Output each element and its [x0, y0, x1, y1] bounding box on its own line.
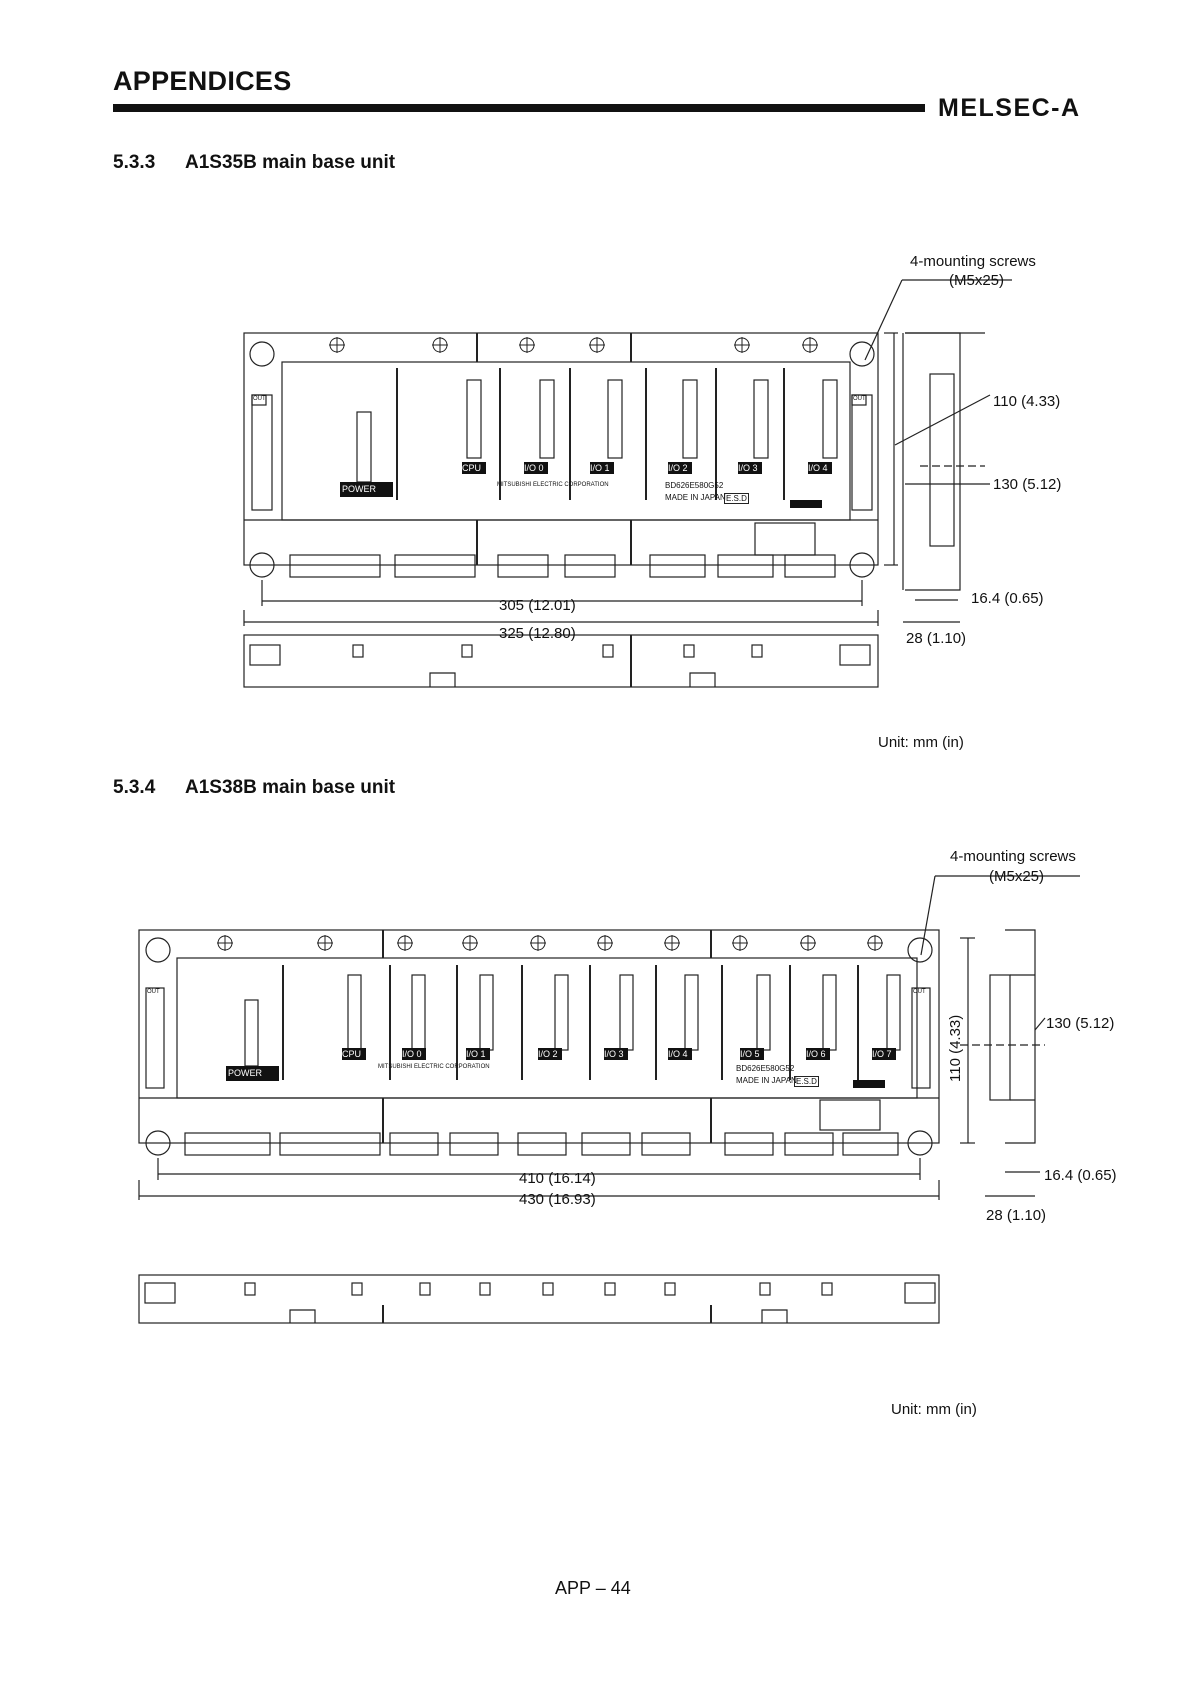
out-right-label: OUT	[853, 396, 866, 402]
a1s38b-bottom-view	[138, 1274, 940, 1324]
section-number: 5.3.3	[113, 152, 156, 173]
a1s35b-body-outline	[243, 332, 879, 566]
out-left-label-2: OUT	[147, 989, 160, 995]
a1s38b-body-outline	[138, 929, 940, 1144]
io0-label-2: I/O 0	[402, 1049, 422, 1059]
io1-label: I/O 1	[590, 463, 610, 473]
io7-label-2: I/O 7	[872, 1049, 892, 1059]
cpu-label: CPU	[462, 463, 482, 473]
power-label: POWER	[342, 484, 377, 494]
out-left-label: OUT	[253, 396, 266, 402]
out-right-label-2: OUT	[913, 989, 926, 995]
dim-height-outer-label-2: 130 (5.12)	[1046, 1015, 1115, 1032]
dim-height-inner-label: 110 (4.33)	[993, 393, 1061, 410]
maker-label: MITSUBISHI ELECTRIC CORPORATION	[497, 482, 609, 488]
dim-depth-small-label-2: 16.4 (0.65)	[1044, 1167, 1117, 1184]
section-heading-a1s35b: 5.3.3 A1S35B main base unit	[113, 152, 395, 174]
a1s35b-bottom-view	[243, 634, 879, 688]
esd-label-2: E.S.D	[794, 1076, 819, 1087]
part-number: BD626E580G52	[665, 481, 724, 490]
dim-inner-width-label-2: 410 (16.14)	[519, 1170, 596, 1187]
io6-label-2: I/O 6	[806, 1049, 826, 1059]
io5-label-2: I/O 5	[740, 1049, 760, 1059]
esd-label: E.S.D	[724, 493, 749, 504]
header-rule	[113, 104, 925, 112]
section-number: 5.3.4	[113, 777, 156, 798]
io2-label-2: I/O 2	[538, 1049, 558, 1059]
header-brand: MELSEC-A	[938, 94, 1081, 122]
callout-mounting-screws: 4-mounting screws	[910, 253, 1036, 270]
dim-inner-width-label: 305 (12.01)	[499, 597, 576, 614]
dim-outer-width-label: 325 (12.80)	[499, 625, 576, 642]
page-header-title: APPENDICES	[113, 66, 292, 96]
section-heading-a1s38b: 5.3.4 A1S38B main base unit	[113, 777, 395, 799]
callout-screw-size-2: (M5x25)	[989, 868, 1045, 885]
unit-note-2: Unit: mm (in)	[891, 1401, 977, 1418]
io4-label-2: I/O 4	[668, 1049, 688, 1059]
maker-label-2: MITSUBISHI ELECTRIC CORPORATION	[378, 1064, 490, 1070]
dim-depth-label: 28 (1.10)	[906, 630, 967, 647]
section-title: A1S35B main base unit	[185, 152, 396, 173]
callout-screw-size: (M5x25)	[949, 272, 1005, 289]
made-in-label-2: MADE IN JAPAN	[736, 1076, 797, 1085]
section-title: A1S38B main base unit	[185, 777, 396, 798]
io3-label-2: I/O 3	[604, 1049, 624, 1059]
cpu-label-2: CPU	[342, 1049, 362, 1059]
part-number-2: BD626E580G52	[736, 1064, 795, 1073]
unit-note: Unit: mm (in)	[878, 734, 964, 751]
io2-label: I/O 2	[668, 463, 688, 473]
dim-depth-small-label: 16.4 (0.65)	[971, 590, 1044, 607]
dim-height-outer-label: 130 (5.12)	[993, 476, 1062, 493]
io1-label-2: I/O 1	[466, 1049, 486, 1059]
dim-depth-label-2: 28 (1.10)	[986, 1207, 1047, 1224]
dim-height-inner-label-2: 110 (4.33)	[947, 1014, 964, 1082]
power-label-2: POWER	[228, 1068, 263, 1078]
io0-label: I/O 0	[524, 463, 544, 473]
io4-label: I/O 4	[808, 463, 828, 473]
made-in-label: MADE IN JAPAN	[665, 493, 726, 502]
page-number: APP – 44	[555, 1578, 631, 1598]
callout-mounting-screws-2: 4-mounting screws	[950, 848, 1076, 865]
dim-outer-width-label-2: 430 (16.93)	[519, 1191, 596, 1208]
io3-label: I/O 3	[738, 463, 758, 473]
